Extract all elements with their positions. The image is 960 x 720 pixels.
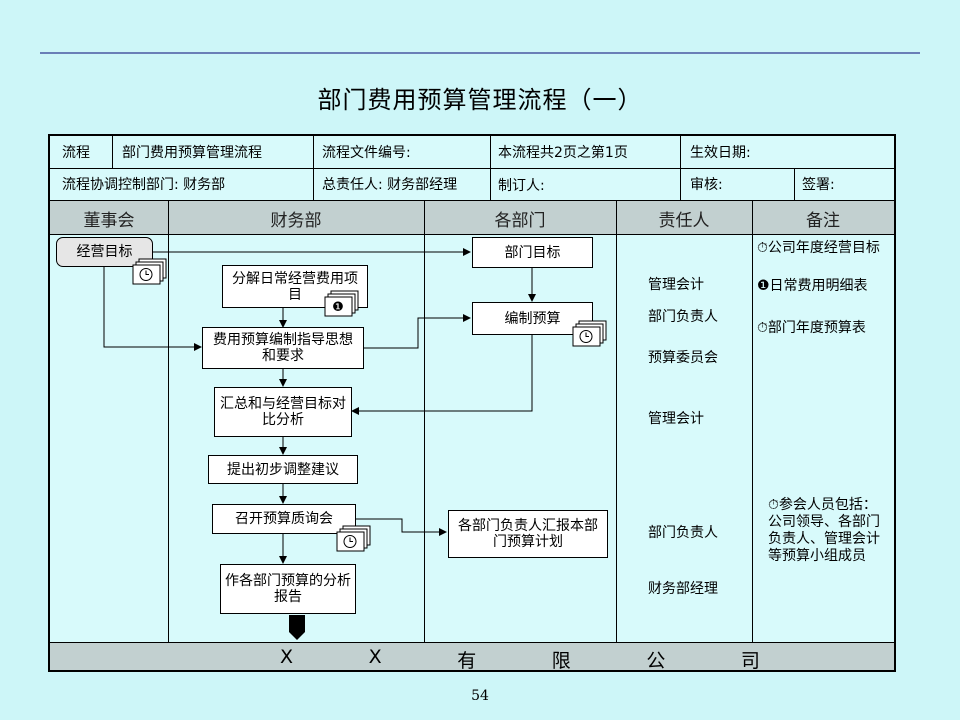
role-management-accountant: 管理会计	[648, 277, 704, 293]
next-page-connector	[289, 615, 305, 640]
step-summary-analysis: 汇总和与经营目标对比分析	[214, 387, 352, 437]
lane-header-finance: 财务部	[270, 211, 322, 231]
company-char: 有	[457, 650, 477, 672]
document-clock-icon	[572, 320, 607, 347]
connector-meeting-to-report	[356, 518, 447, 536]
step-decompose-expenses: 分解日常经营费用项目	[222, 265, 368, 308]
document-numbered-icon: ❶	[324, 290, 359, 317]
step-department-goal: 部门目标	[472, 237, 593, 268]
info-page-count: 本流程共2页之第1页	[498, 145, 628, 161]
connector-guide-to-prepare	[364, 314, 471, 349]
role-department-head: 部门负责人	[648, 309, 718, 325]
info-owner: 总责任人: 财务部经理	[322, 177, 458, 193]
info-col-line	[313, 136, 314, 200]
note-dept-budget-table: ⏱部门年度预算表	[757, 320, 866, 336]
company-char: 司	[740, 650, 760, 672]
role-management-accountant: 管理会计	[648, 411, 704, 427]
note-annual-goal: ⏱公司年度经营目标	[757, 240, 880, 256]
info-col-line	[490, 136, 491, 200]
role-budget-committee: 预算委员会	[648, 350, 718, 366]
role-department-head: 部门负责人	[648, 525, 718, 541]
lane-header-departments: 各部门	[494, 211, 546, 231]
lane-divider	[616, 200, 617, 642]
company-name: X X 有 限 公 司	[280, 646, 760, 673]
note-meeting-attendees: ⏱参会人员包括：公司领导、各部门负责人、管理会计等预算小组成员	[768, 497, 880, 564]
company-char: X	[280, 646, 294, 668]
connector-goal-to-guide	[103, 267, 202, 351]
lane-header-bottom	[50, 234, 894, 235]
info-process-name: 部门费用预算管理流程	[122, 145, 262, 161]
note-expense-detail: ❶日常费用明细表	[757, 278, 868, 294]
info-coordinating-dept: 流程协调控制部门: 财务部	[62, 177, 226, 193]
info-effective-date: 生效日期:	[690, 145, 751, 161]
lane-header-responsible: 责任人	[658, 211, 710, 231]
info-author: 制订人:	[498, 178, 545, 194]
footer-top-line	[50, 642, 894, 643]
lane-header-band	[50, 200, 894, 234]
connector-prepare-to-summary	[351, 335, 533, 415]
info-divider	[50, 168, 894, 169]
info-reviewer: 审核:	[690, 177, 723, 193]
info-col-line	[680, 136, 681, 200]
company-char: 限	[551, 650, 571, 672]
role-finance-manager: 财务部经理	[648, 581, 718, 597]
top-rule	[40, 52, 920, 54]
document-clock-icon	[336, 525, 371, 552]
lane-header-top	[50, 200, 894, 201]
document-number-badge: ❶	[332, 300, 344, 315]
step-analysis-report: 作各部门预算的分析报告	[220, 564, 356, 614]
company-char: 公	[646, 650, 666, 672]
footer-band	[50, 642, 894, 670]
lane-header-notes: 备注	[806, 211, 840, 231]
step-department-report: 各部门负责人汇报本部门预算计划	[448, 510, 608, 558]
lane-divider	[752, 200, 753, 642]
info-file-number: 流程文件编号:	[322, 145, 411, 161]
page-title: 部门费用预算管理流程（一）	[317, 86, 643, 114]
lane-divider	[424, 200, 425, 642]
page-number: 54	[471, 688, 489, 704]
lane-header-board: 董事会	[83, 211, 135, 231]
info-col-line	[794, 168, 795, 200]
document-clock-icon	[132, 258, 167, 285]
step-adjustment-proposal: 提出初步调整建议	[208, 455, 358, 484]
info-signature: 签署:	[802, 177, 835, 193]
info-col-line	[112, 136, 113, 168]
lane-divider	[168, 200, 169, 642]
info-process-label: 流程	[62, 145, 90, 161]
step-budget-meeting: 召开预算质询会	[212, 504, 356, 534]
step-budget-guidelines: 费用预算编制指导思想和要求	[202, 327, 364, 369]
company-char: X	[368, 646, 382, 668]
